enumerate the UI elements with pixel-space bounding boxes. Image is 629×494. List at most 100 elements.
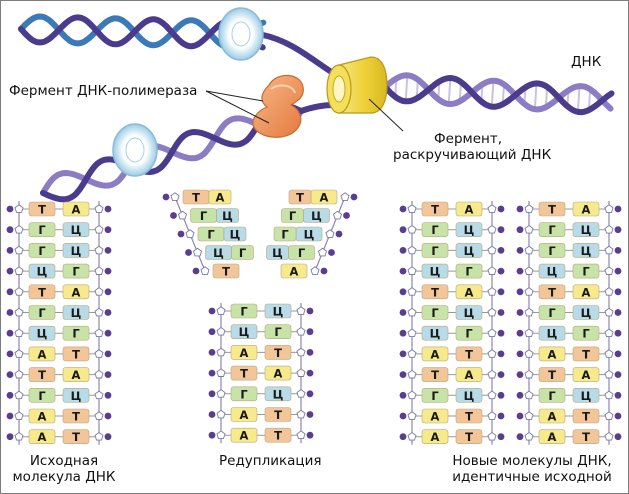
sugar-unit <box>407 328 417 338</box>
base-block <box>572 408 600 424</box>
base-block <box>62 429 90 445</box>
phosphate-node <box>6 433 14 441</box>
sugar-unit <box>604 266 614 275</box>
base-block <box>273 226 297 242</box>
base-block <box>421 243 449 258</box>
base-a: А <box>455 284 483 299</box>
phosphate-node <box>516 391 524 399</box>
base-block <box>421 305 449 320</box>
phosphate-node <box>306 328 314 336</box>
label-original-line2: молекула ДНК <box>12 469 116 485</box>
phosphate-node <box>497 371 505 378</box>
phosphate-node <box>343 212 350 219</box>
base-block <box>538 408 566 424</box>
base-g: Г <box>455 263 483 279</box>
base-g: Г <box>572 263 600 279</box>
base-letter: Ц <box>464 223 475 237</box>
base-t: Т <box>264 427 292 443</box>
sugar-unit <box>487 411 497 420</box>
sugar-unit <box>524 369 534 379</box>
base-letter: Ц <box>581 389 592 403</box>
base-block <box>455 367 483 382</box>
base-letter: Г <box>240 387 248 401</box>
sugar-unit <box>604 245 614 255</box>
base-letter: А <box>431 430 440 444</box>
base-letter: Ц <box>547 265 558 279</box>
base-block <box>230 365 258 381</box>
phosphate-node <box>399 288 407 296</box>
label-helicase: Фермент, раскручивающий ДНК <box>393 131 551 163</box>
sugar-unit <box>487 369 497 379</box>
base-block <box>266 245 289 260</box>
base-block <box>28 367 56 382</box>
base-t: Т <box>455 408 483 424</box>
base-a: А <box>280 263 308 279</box>
base-t: Т <box>62 408 90 424</box>
base-block <box>212 263 240 279</box>
base-a: А <box>208 189 232 205</box>
phosphate-node <box>497 288 505 296</box>
base-g: Г <box>28 305 56 320</box>
base-t: Т <box>264 407 292 422</box>
sugar-unit <box>94 245 104 255</box>
phosphate-node <box>516 288 524 296</box>
base-c: Ц <box>264 303 292 319</box>
base-block <box>231 245 254 260</box>
base-letter: Г <box>38 306 46 320</box>
lower-strand-join <box>298 102 336 114</box>
sugar-unit <box>524 328 534 338</box>
base-letter: Г <box>38 244 46 258</box>
phosphate-node <box>104 247 112 254</box>
phosphate-node <box>6 350 14 358</box>
base-letter: Г <box>240 305 248 319</box>
base-letter: А <box>431 347 440 361</box>
phosphate-node <box>306 411 314 418</box>
base-g: Г <box>538 222 566 237</box>
sugar-unit <box>14 349 24 358</box>
phosphate-node <box>170 212 177 219</box>
base-c: Ц <box>264 386 292 401</box>
base-block <box>538 243 566 258</box>
phosphate-node <box>614 350 622 358</box>
phosphate-node <box>6 226 14 234</box>
base-block <box>421 263 449 279</box>
sugar-unit <box>94 204 104 213</box>
helix-strand-back <box>382 72 614 113</box>
phosphate-node <box>399 433 407 441</box>
sugar-unit <box>14 411 24 420</box>
sugar-unit <box>296 347 306 357</box>
sugar-unit <box>325 229 335 238</box>
base-letter: А <box>216 191 225 205</box>
phosphate-node <box>614 433 622 441</box>
sugar-unit <box>14 266 24 275</box>
phosphate-node <box>399 309 407 316</box>
sugar-unit <box>14 369 24 379</box>
base-a: А <box>230 345 258 360</box>
phosphate-node <box>614 267 622 275</box>
base-letter: Т <box>274 429 282 443</box>
phosphate-node <box>306 369 314 377</box>
base-block <box>62 408 90 424</box>
base-block <box>538 387 566 403</box>
base-t: Т <box>538 201 566 217</box>
base-block <box>455 243 483 258</box>
base-c: Ц <box>62 387 90 403</box>
base-letter: Ц <box>304 228 315 242</box>
base-c: Ц <box>538 325 566 341</box>
base-letter: Г <box>465 265 473 279</box>
base-letter: Ц <box>272 246 283 260</box>
base-block <box>28 346 56 362</box>
sugar-unit <box>192 247 203 257</box>
sugar-unit <box>487 349 497 358</box>
base-t: Т <box>421 367 449 382</box>
sugar-unit <box>407 390 417 400</box>
